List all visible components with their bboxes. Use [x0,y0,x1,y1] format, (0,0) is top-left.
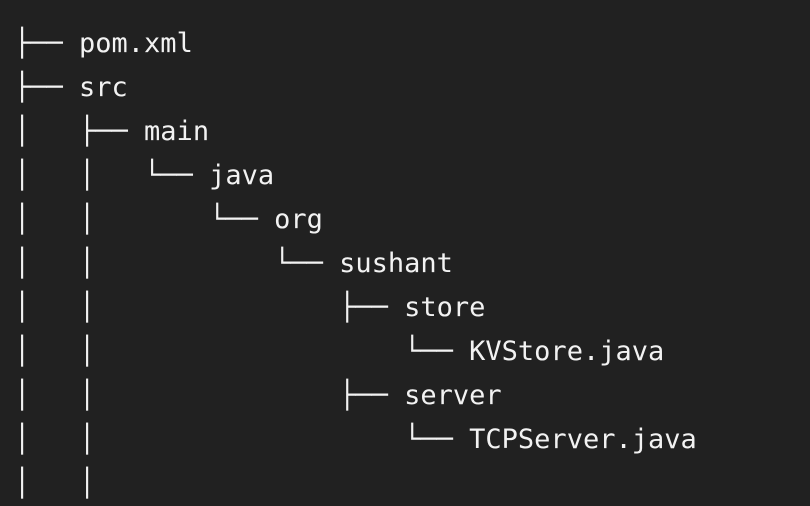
tree-file-label[interactable]: pom.xml [79,28,193,59]
tree-branch-icon: │ │ └── [14,248,340,279]
tree-directory-label[interactable]: sushant [339,248,453,279]
tree-line[interactable]: │ │ └── TCPServer.java [0,418,810,462]
tree-branch-icon: │ │ └── [14,204,275,235]
tree-directory-label[interactable]: src [79,72,128,103]
tree-lines-container: ├── pom.xml├── src│ ├── main│ │ └── java… [0,22,810,506]
tree-directory-label[interactable]: org [274,204,323,235]
tree-line[interactable]: ├── src [0,66,810,110]
tree-directory-label[interactable]: store [404,292,486,323]
tree-file-label[interactable]: TCPServer.java [469,424,697,455]
tree-directory-label[interactable]: java [209,160,275,191]
tree-branch-icon: │ │ [14,468,96,499]
directory-tree-output: ├── pom.xml├── src│ ├── main│ │ └── java… [14,28,697,499]
tree-line[interactable]: │ │ └── org [0,198,810,242]
tree-line[interactable]: │ │ └── sushant [0,242,810,286]
tree-branch-icon: │ │ ├── [14,380,405,411]
tree-branch-icon: │ ├── [14,116,145,147]
tree-branch-icon: │ │ └── [14,160,210,191]
tree-line[interactable]: │ │ ├── server [0,374,810,418]
tree-line[interactable]: │ ├── main [0,110,810,154]
tree-branch-icon: │ │ └── [14,424,470,455]
tree-branch-icon: ├── [14,72,80,103]
tree-directory-label[interactable]: main [144,116,210,147]
tree-branch-icon: │ │ └── [14,336,470,367]
tree-line[interactable]: │ │ ├── store [0,286,810,330]
tree-directory-label[interactable]: server [404,380,502,411]
tree-file-label[interactable]: KVStore.java [469,336,665,367]
tree-branch-icon: ├── [14,28,80,59]
tree-line[interactable]: │ │ └── KVStore.java [0,330,810,374]
tree-line[interactable]: ├── pom.xml [0,22,810,66]
tree-line[interactable]: │ │ └── java [0,154,810,198]
tree-branch-icon: │ │ ├── [14,292,405,323]
tree-line-spacer: │ │ [0,462,810,506]
